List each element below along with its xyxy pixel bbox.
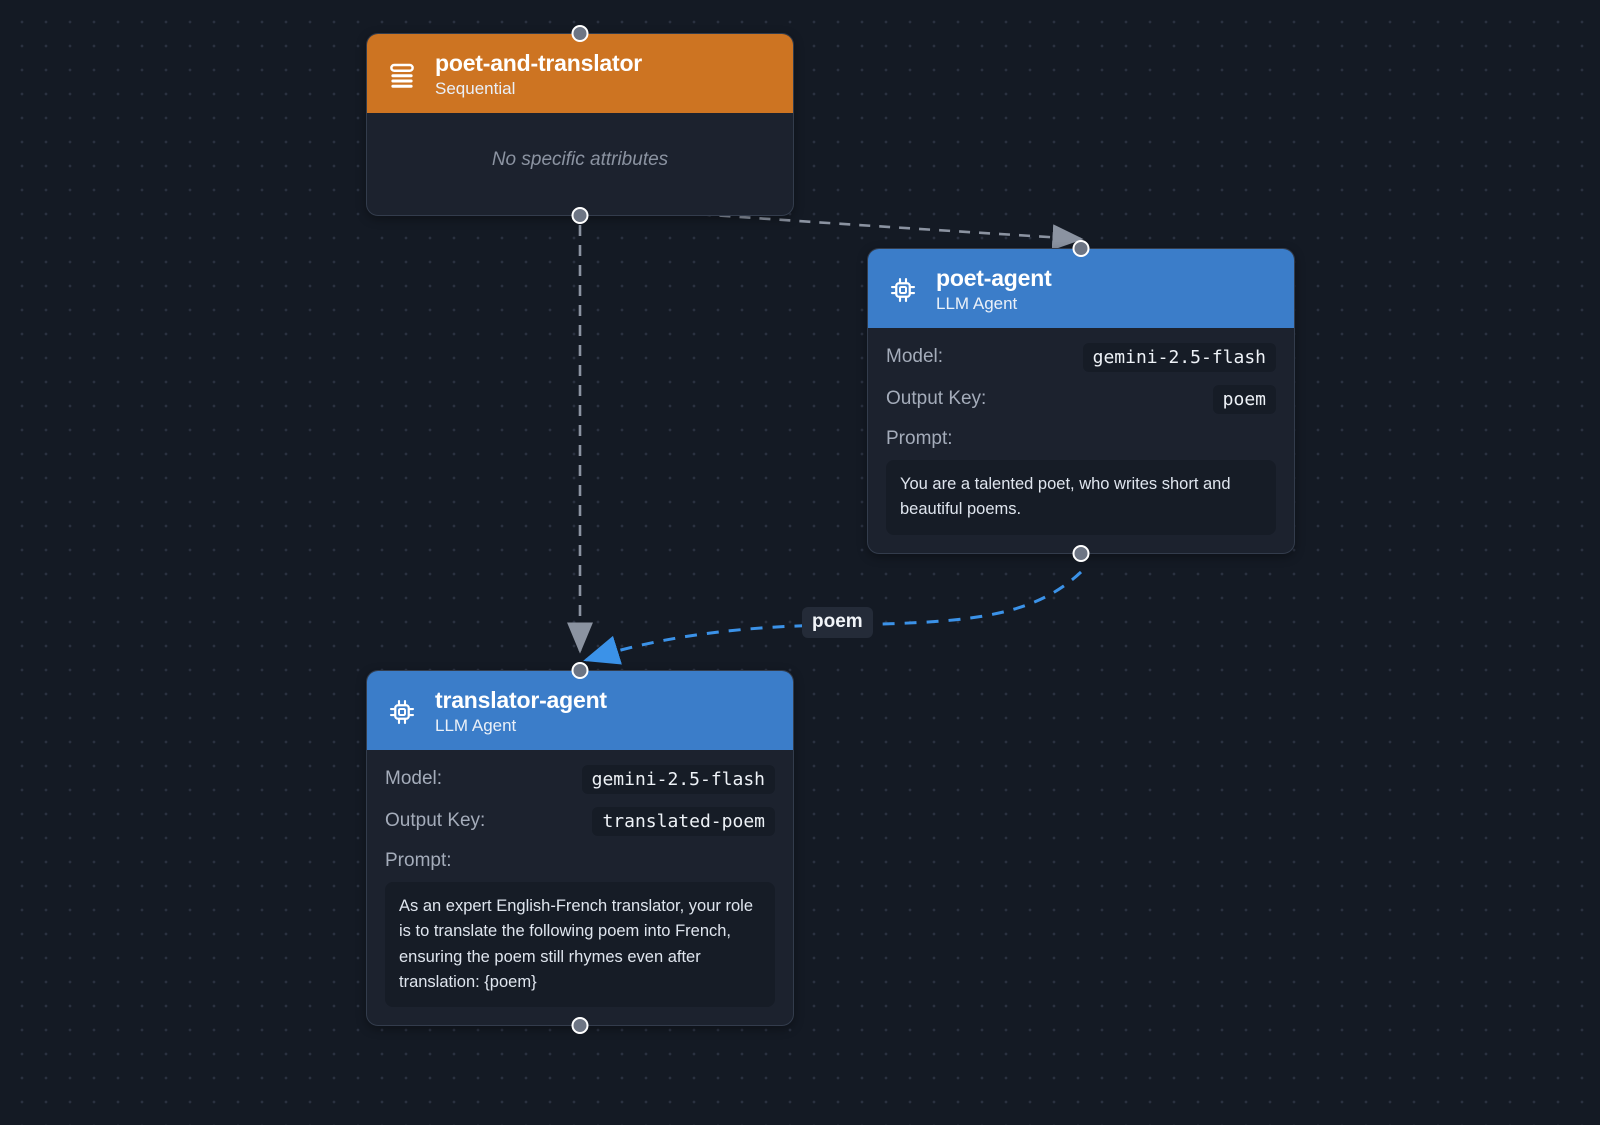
- prompt-text-translator-agent: As an expert English-French translator, …: [385, 882, 775, 1007]
- list-lines-icon: [385, 58, 419, 92]
- handle-source-bottom-translator-agent[interactable]: [571, 1016, 589, 1034]
- node-body-poet-agent: Model: gemini-2.5-flash Output Key: poem…: [868, 328, 1294, 552]
- node-header-translator-agent: translator-agent LLM Agent: [367, 671, 793, 751]
- node-poet-and-translator[interactable]: poet-and-translator Sequential No specif…: [366, 25, 794, 225]
- node-title: poet-agent: [936, 265, 1052, 291]
- node-title: translator-agent: [435, 687, 607, 713]
- node-body-translator-agent: Model: gemini-2.5-flash Output Key: tran…: [367, 750, 793, 1024]
- attr-row-model: Model: gemini-2.5-flash: [385, 764, 775, 794]
- node-body-sequential: No specific attributes: [367, 113, 793, 215]
- node-subtitle: LLM Agent: [435, 716, 517, 736]
- attr-value-output-key: translated-poem: [592, 806, 775, 836]
- handle-target-top-poet-agent[interactable]: [1072, 240, 1090, 257]
- attr-value-model: gemini-2.5-flash: [1082, 342, 1276, 372]
- node-poet-agent[interactable]: poet-agent LLM Agent Model: gemini-2.5-f…: [867, 240, 1295, 562]
- handle-target-top-translator-agent[interactable]: [571, 662, 589, 679]
- attr-row-output-key: Output Key: translated-poem: [385, 806, 775, 836]
- attr-row-output-key: Output Key: poem: [886, 384, 1276, 414]
- attr-row-model: Model: gemini-2.5-flash: [886, 342, 1276, 372]
- attr-label-prompt: Prompt:: [385, 850, 452, 872]
- attr-label-model: Model:: [886, 346, 944, 368]
- node-subtitle: LLM Agent: [936, 294, 1018, 314]
- prompt-text-poet-agent: You are a talented poet, who writes shor…: [886, 460, 1276, 535]
- no-attributes-message: No specific attributes: [491, 149, 669, 171]
- node-subtitle: Sequential: [435, 79, 516, 99]
- cpu-chip-icon: [385, 695, 419, 729]
- node-header-poet-agent: poet-agent LLM Agent: [868, 249, 1294, 329]
- handle-source-bottom-sequential[interactable]: [571, 207, 589, 225]
- node-title: poet-and-translator: [435, 50, 643, 76]
- attr-value-output-key: poem: [1212, 384, 1276, 414]
- handle-source-bottom-poet-agent[interactable]: [1072, 544, 1090, 562]
- attr-label-model: Model:: [385, 768, 443, 790]
- node-translator-agent[interactable]: translator-agent LLM Agent Model: gemini…: [366, 662, 794, 1034]
- attr-label-prompt: Prompt:: [886, 428, 953, 450]
- attr-label-output-key: Output Key:: [385, 810, 486, 832]
- attr-label-output-key: Output Key:: [886, 388, 987, 410]
- handle-target-top-sequential[interactable]: [571, 25, 589, 42]
- cpu-chip-icon: [886, 273, 920, 307]
- node-header-sequential: poet-and-translator Sequential: [367, 34, 793, 114]
- attr-value-model: gemini-2.5-flash: [581, 764, 775, 794]
- edge-label-poem: poem: [802, 607, 873, 638]
